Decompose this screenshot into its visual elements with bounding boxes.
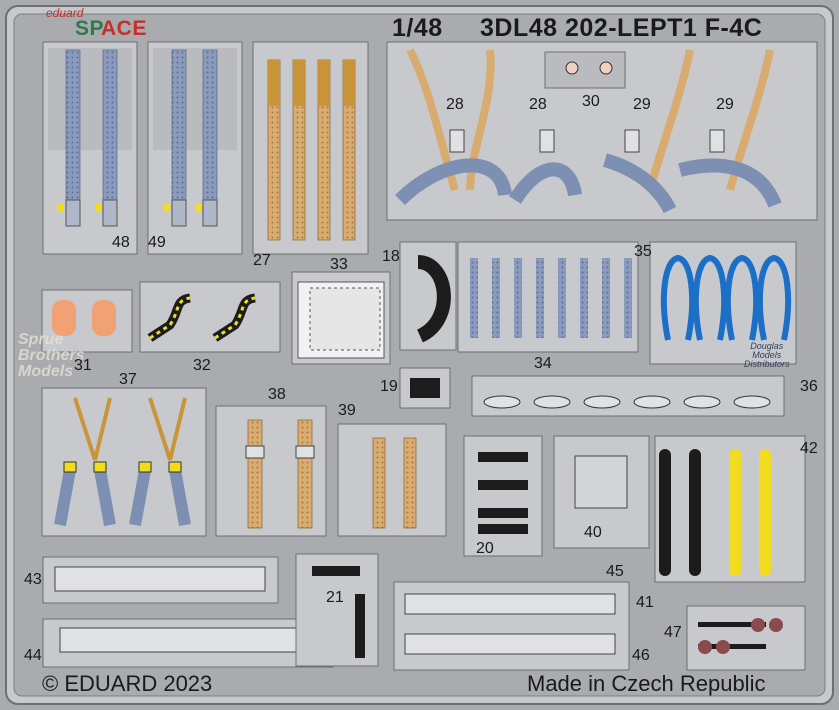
fret-part-37 [41, 387, 207, 537]
watermark-left-line-3: Models [18, 363, 74, 380]
part-number-28-a: 28 [446, 96, 464, 113]
fret-part-47 [686, 605, 806, 671]
watermark-right: Douglas Models Distributors [744, 342, 790, 369]
brand-big-suffix: ACE [101, 17, 147, 40]
watermark-left: Sprue Brothers Models [18, 332, 85, 380]
fret-part-44 [42, 618, 334, 668]
sheet-code: 3DL48 202-LEPT1 F-4C [480, 14, 763, 42]
fret-part-34 [457, 241, 639, 353]
origin-text: Made in Czech Republic [527, 671, 766, 696]
part-number-31: 31 [74, 357, 92, 374]
part-number-29-b: 29 [716, 96, 734, 113]
part-number-28-b: 28 [529, 96, 547, 113]
fret-part-21 [295, 553, 379, 667]
fret-part-18 [399, 241, 457, 351]
part-number-47: 47 [664, 624, 682, 641]
watermark-right-line-2: Models [752, 350, 782, 360]
part-number-41: 41 [636, 594, 654, 611]
part-number-30: 30 [582, 93, 600, 110]
part-number-49: 49 [148, 234, 166, 251]
fret-part-19 [399, 367, 451, 409]
fret-part-31 [41, 289, 133, 353]
part-number-21: 21 [326, 589, 344, 606]
part-number-35: 35 [634, 243, 652, 260]
watermark-right-line-3: Distributors [744, 359, 790, 369]
brand-big-prefix: SP [75, 17, 105, 40]
fret-part-36 [471, 375, 785, 417]
part-number-34: 34 [534, 355, 552, 372]
fret-parts-45-46 [393, 581, 630, 671]
part-number-27: 27 [253, 252, 271, 269]
fret-parts-41-42 [654, 435, 806, 583]
copyright-text: © EDUARD 2023 [42, 671, 213, 696]
fret-part-48 [42, 41, 138, 255]
fret-part-39 [337, 423, 447, 537]
part-number-45: 45 [606, 563, 624, 580]
part-number-39: 39 [338, 402, 356, 419]
fret-part-40 [553, 435, 650, 549]
part-number-36: 36 [800, 378, 818, 395]
part-number-33: 33 [330, 256, 348, 273]
part-number-18: 18 [382, 248, 400, 265]
fret-part-20 [463, 435, 543, 557]
brand-small-text: eduard [46, 6, 84, 20]
fret-part-49 [147, 41, 243, 255]
fret-part-43 [42, 556, 279, 604]
fret-parts-28-29-30 [386, 41, 818, 221]
part-number-46: 46 [632, 647, 650, 664]
part-number-29-a: 29 [633, 96, 651, 113]
part-number-20: 20 [476, 540, 494, 557]
part-number-42: 42 [800, 440, 818, 457]
part-number-44: 44 [24, 647, 42, 664]
fret-part-33 [291, 271, 391, 365]
fret-part-27 [252, 41, 369, 255]
part-number-32: 32 [193, 357, 211, 374]
fret-part-38 [215, 405, 327, 537]
part-number-48: 48 [112, 234, 130, 251]
watermark-left-line-2: Brothers [18, 347, 85, 364]
part-number-38: 38 [268, 386, 286, 403]
part-number-19: 19 [380, 378, 398, 395]
watermark-left-line-1: Sprue [18, 331, 64, 348]
fret-part-35 [649, 241, 797, 365]
part-number-37: 37 [119, 371, 137, 388]
watermark-right-line-1: Douglas [750, 341, 784, 351]
part-number-43: 43 [24, 571, 42, 588]
scale-label: 1/48 [392, 14, 443, 42]
part-number-40: 40 [584, 524, 602, 541]
fret-part-32 [139, 281, 281, 353]
